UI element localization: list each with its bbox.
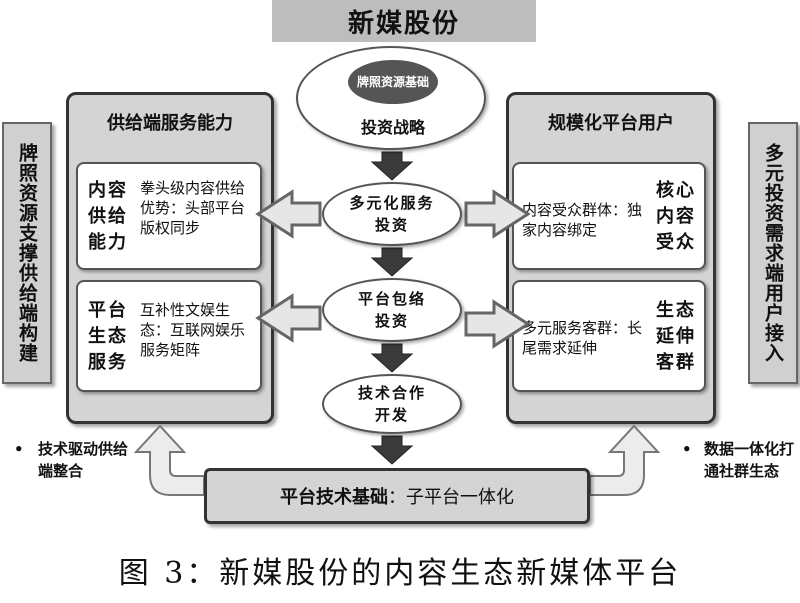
down-arrow-4 xyxy=(370,435,414,465)
left-note-bullet: • xyxy=(14,440,24,458)
platform-ecosystem-card: 平台生态服务 互补性文娱生态：互联网娱乐服务矩阵 xyxy=(76,280,262,392)
platform-tech-base-rest: ：子平台一体化 xyxy=(388,487,514,508)
platform-tech-base-bar: 平台技术基础：子平台一体化 xyxy=(204,468,590,524)
license-resource-oval: 牌照资源基础 xyxy=(348,60,438,104)
down-arrow-3 xyxy=(370,343,414,373)
down-arrow-2 xyxy=(370,247,414,277)
tech-cooperation-oval: 技术合作开发 xyxy=(322,374,462,434)
curved-up-arrow-right xyxy=(589,424,661,496)
extended-ecosystem-card: 多元服务客群：长尾需求延伸 生态延伸客群 xyxy=(512,280,706,392)
left-note-text: 技术驱动供给端整合 xyxy=(38,440,129,480)
extended-ecosystem-label: 生态延伸客群 xyxy=(656,300,696,373)
left-banner-text: 牌照资源支撑供给端构建 xyxy=(16,143,38,363)
platform-ecosystem-label: 平台生态服务 xyxy=(88,300,128,373)
content-supply-card: 内容供给能力 拳头级内容供给优势：头部平台版权同步 xyxy=(76,162,262,270)
user-scale-header: 规模化平台用户 xyxy=(548,113,674,134)
platform-investment-oval: 平台包络投资 xyxy=(322,278,462,342)
right-note-text: 数据一体化打通社群生态 xyxy=(704,440,795,480)
left-arrow-1 xyxy=(255,189,322,239)
left-arrow-2 xyxy=(255,293,322,343)
right-note-bullet: • xyxy=(682,440,692,458)
tech-cooperation-text: 技术合作开发 xyxy=(357,384,426,424)
curved-up-arrow-left xyxy=(133,424,205,496)
core-audience-card: 内容受众群体：独家内容绑定 核心内容受众 xyxy=(512,162,706,270)
platform-investment-text: 平台包络投资 xyxy=(357,290,426,330)
right-arrow-1 xyxy=(464,189,531,239)
diversified-service-oval: 多元化服务投资 xyxy=(322,182,462,246)
core-audience-text: 内容受众群体：独家内容绑定 xyxy=(522,201,643,239)
down-arrow-1 xyxy=(370,151,414,181)
content-supply-text: 拳头级内容供给优势：头部平台版权同步 xyxy=(140,179,246,237)
platform-tech-base-bold: 平台技术基础 xyxy=(280,487,388,508)
left-banner: 牌照资源支撑供给端构建 xyxy=(2,122,52,384)
extended-ecosystem-text: 多元服务客群：长尾需求延伸 xyxy=(522,319,643,357)
supply-side-header: 供给端服务能力 xyxy=(107,113,233,134)
platform-ecosystem-text: 互补性文娱生态：互联网娱乐服务矩阵 xyxy=(140,301,246,359)
right-banner: 多元投资需求端用户接入 xyxy=(748,122,798,384)
diversified-service-text: 多元化服务投资 xyxy=(349,194,435,234)
core-audience-label: 核心内容受众 xyxy=(656,180,696,253)
right-banner-text: 多元投资需求端用户接入 xyxy=(762,143,784,363)
figure-caption: 图 3：新媒股份的内容生态新媒体平台 xyxy=(118,556,682,591)
content-supply-label: 内容供给能力 xyxy=(88,180,128,253)
investment-strategy-oval: 牌照资源基础 投资战略 xyxy=(296,46,486,150)
right-arrow-2 xyxy=(464,299,531,349)
diagram-title: 新媒股份 xyxy=(272,0,536,42)
investment-strategy-label: 投资战略 xyxy=(360,118,425,137)
